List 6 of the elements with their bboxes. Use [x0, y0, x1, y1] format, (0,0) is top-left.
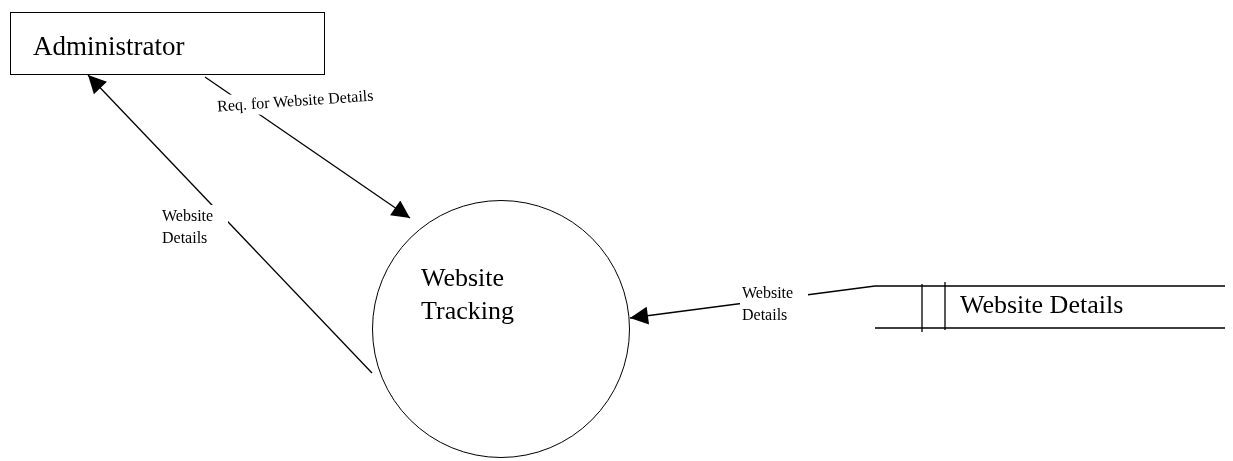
data-store — [875, 280, 1225, 335]
external-entity-box — [10, 12, 325, 75]
node-label: Website Details — [960, 290, 1124, 320]
node-label: Website Tracking — [421, 262, 515, 327]
node-label: Administrator — [33, 31, 185, 62]
arrow — [87, 74, 373, 374]
